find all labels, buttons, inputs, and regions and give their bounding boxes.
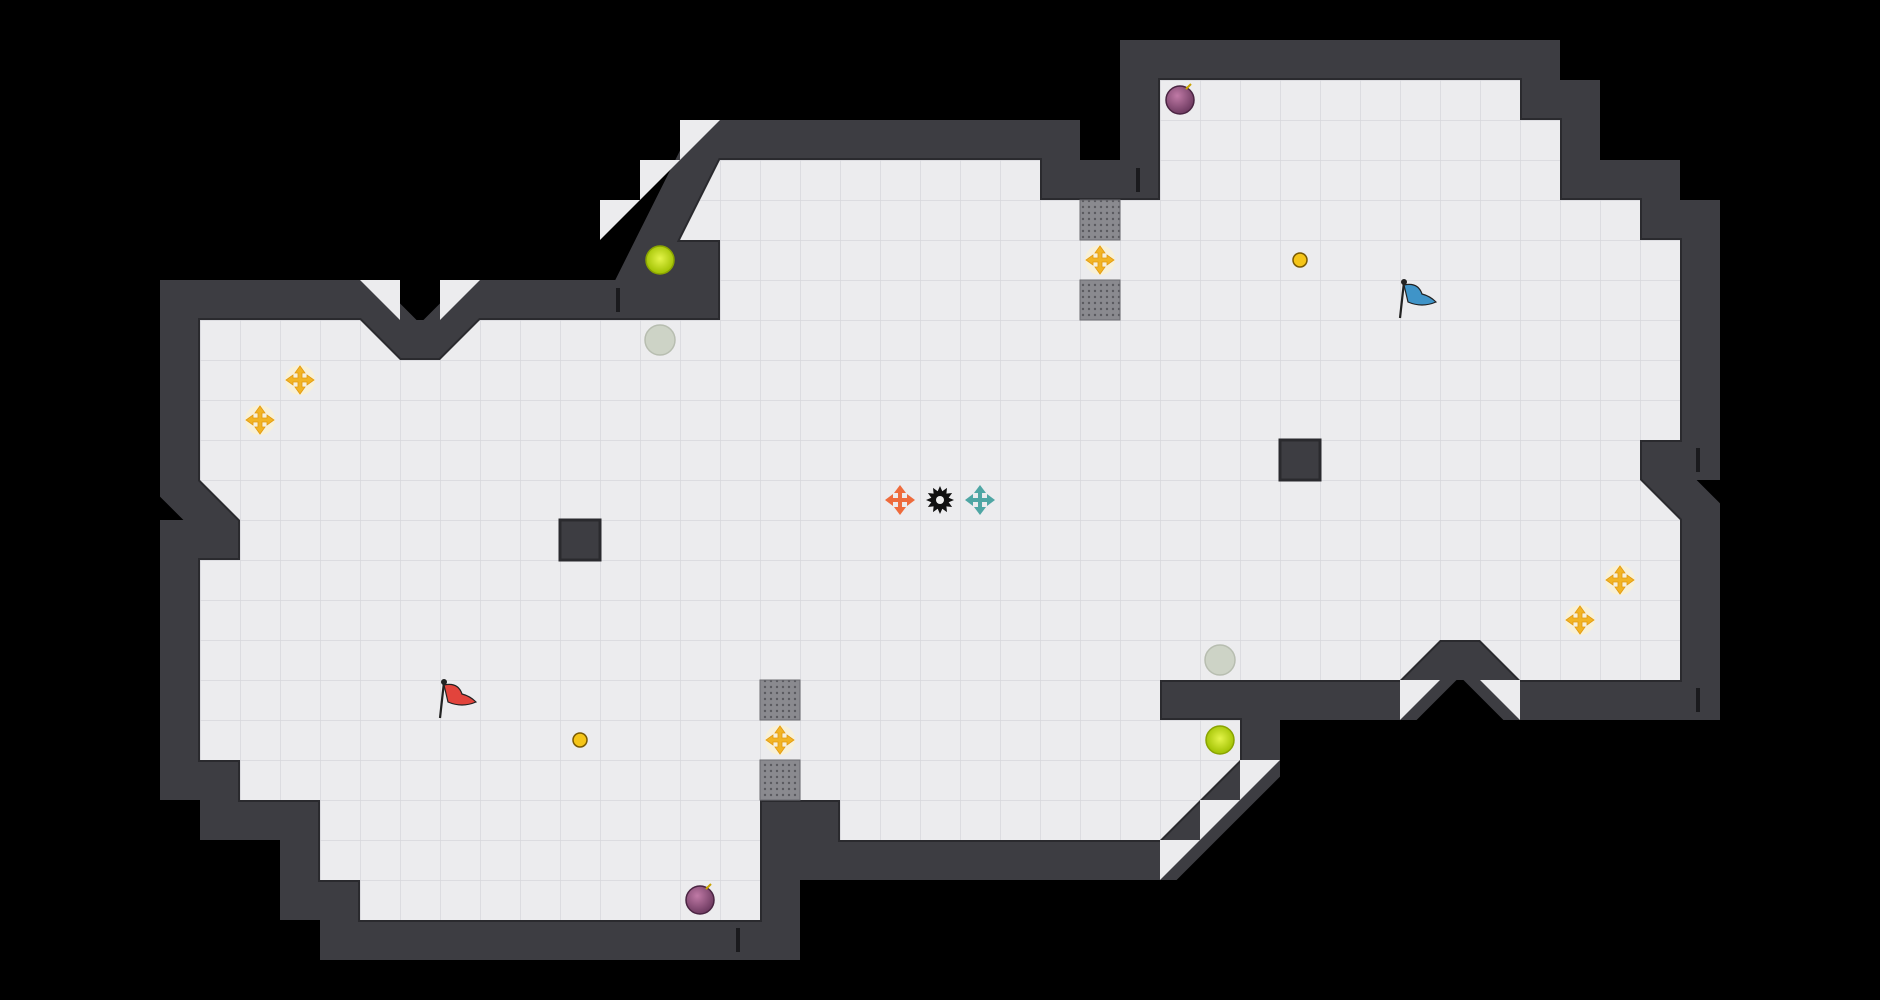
boost-icon [764,724,796,756]
boost-icon [1084,244,1116,276]
gate-grate [759,759,801,801]
blue-flag-icon-knob [1401,279,1407,285]
wall-notch [1696,448,1700,472]
floor-corner [1160,840,1200,880]
wall-notch [1136,168,1140,192]
gate-grate [1079,279,1121,321]
floor-corner [1480,680,1520,720]
boost-icon [244,404,276,436]
floor-corner [1240,760,1280,800]
wall-block [558,518,602,562]
boost-icon [1604,564,1636,596]
wall-notch [736,928,740,952]
powerup-icon [1205,725,1235,755]
red-flag-icon[interactable] [438,679,478,719]
gate-grate [1079,199,1121,241]
bomb-icon [685,885,715,915]
red-flag-icon-pole [438,681,446,719]
teal-arrow-icon [965,485,995,515]
boost-icon [284,364,316,396]
bomb-icon [1165,85,1195,115]
wall-notch [616,288,620,312]
gate-grate [759,679,801,721]
red-flag-icon-cloth [443,683,478,706]
teal-arrow-icon-glyph [965,485,995,515]
red-flag-icon-knob [441,679,447,685]
floor-corner [600,200,640,240]
portal-icon [1204,644,1236,676]
blue-flag-icon-cloth [1403,283,1438,306]
bomb-fuse [1185,83,1192,90]
floor-corner [1400,680,1440,720]
floor-corner [440,280,480,320]
coin-icon [572,732,588,748]
floor-corner [640,160,680,200]
powerup-icon [645,245,675,275]
spike-center [936,496,944,504]
floor-corner [680,120,720,160]
orange-arrow-icon-glyph [885,485,915,515]
floor-corner [1200,800,1240,840]
floor-corner [360,280,400,320]
coin-icon [1292,252,1308,268]
spike-icon [926,486,954,514]
boost-icon [1564,604,1596,636]
wall-notch [1696,688,1700,712]
blue-flag-icon-pole [1398,281,1406,319]
portal-icon [644,324,676,356]
blue-flag-icon[interactable] [1398,279,1438,319]
wall-block [1278,438,1322,482]
orange-arrow-icon [885,485,915,515]
bomb-fuse [705,883,712,890]
